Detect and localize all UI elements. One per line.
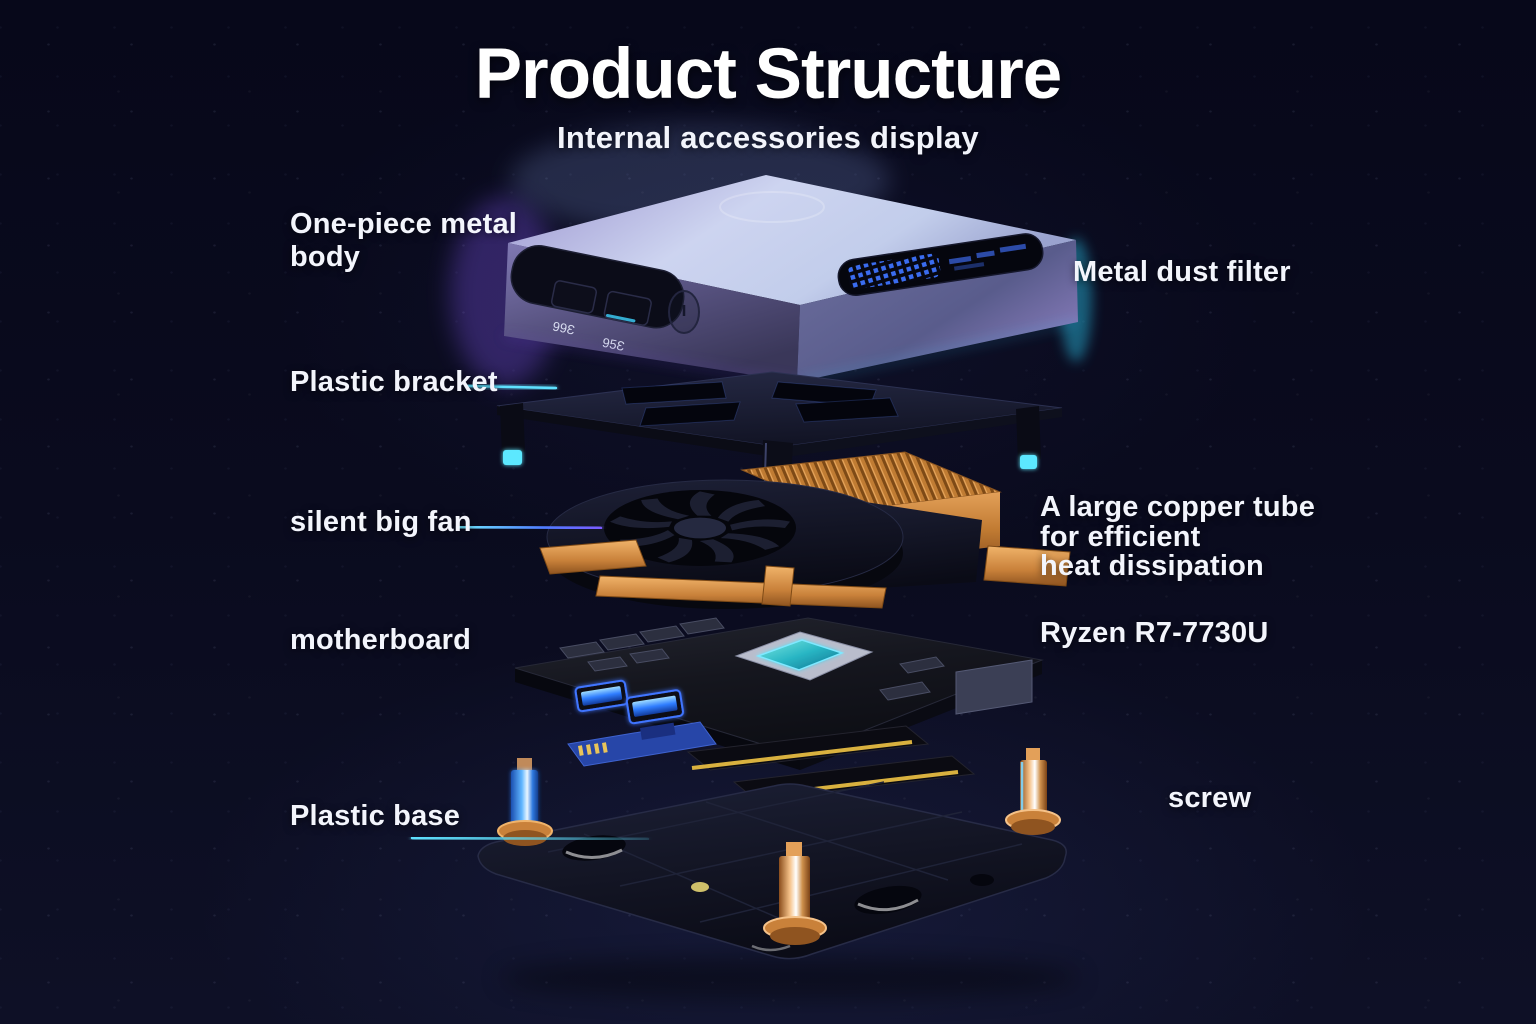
label-plastic-bracket: Plastic bracket (290, 366, 498, 398)
screw-left-blue (497, 758, 553, 846)
ssd-heatsink-block (955, 659, 1033, 715)
bracket-right-edge (780, 408, 1062, 458)
front-usb-ports: 99Ɛ 95Ɛ (550, 280, 652, 354)
screw-center-copper (763, 842, 827, 945)
leader-lines (355, 247, 1160, 841)
screw-center-washer-base (770, 927, 820, 945)
body-bottom-purple-rim (503, 334, 798, 384)
screw-center-body (779, 856, 810, 926)
logo-ring-icon (719, 191, 825, 223)
board-usb-port-2-inner (632, 695, 678, 717)
bracket-leg-left (500, 403, 525, 455)
screw-right-body (1020, 760, 1047, 818)
leader-plastic-bracket (466, 384, 558, 390)
label-ryzen-cpu: Ryzen R7-7730U (1040, 617, 1269, 649)
m2-ssd (567, 721, 717, 767)
metal-body: 99Ɛ 95Ɛ (503, 175, 1079, 384)
label-one-piece-line-2: body (290, 240, 361, 273)
screw-right-copper (1005, 748, 1061, 835)
label-copper-line-2: for efficient (1040, 520, 1201, 553)
ram-stick-1-gold-edge (691, 740, 913, 770)
fan-heatsink-assembly (539, 451, 1071, 609)
fan-hub (674, 517, 726, 539)
leader-plastic-base (410, 836, 650, 841)
bracket-front-edge (497, 406, 780, 458)
label-metal-dust-filter: Metal dust filter (1073, 256, 1291, 288)
metal-body-right-face (797, 240, 1078, 382)
m2-ssd-chip (640, 722, 676, 740)
plastic-base (477, 748, 1067, 960)
dust-filter-dashes (948, 243, 1027, 271)
fan-blades (609, 491, 790, 563)
usb-port-1 (550, 280, 598, 314)
dust-filter-mesh (847, 253, 941, 290)
ram-stick-1 (686, 725, 930, 771)
label-one-piece-line-1: One-piece metal (290, 208, 518, 240)
label-motherboard: motherboard (290, 624, 472, 656)
usb-port-glint (605, 313, 636, 323)
label-copper-line-3: heat dissipation (1040, 550, 1264, 583)
copper-heat-pipes (539, 539, 1071, 609)
base-cutouts (562, 835, 994, 952)
usb-port-marking-2: 95Ɛ (601, 335, 626, 354)
ground-shadow (500, 956, 1080, 1000)
page-title: Product Structure (474, 35, 1063, 114)
dust-filter-slot (837, 233, 1044, 297)
bracket-cutouts (621, 381, 899, 427)
board-usb-port-1-inner (581, 686, 623, 706)
screw-center-pin (786, 842, 802, 860)
motherboard-assembly (514, 617, 1044, 801)
usb-port-marking-1: 99Ɛ (551, 318, 576, 337)
bracket-leg-right (1016, 406, 1041, 462)
bracket-foot-right-glow (1020, 455, 1037, 469)
screw-right-washer-base (1011, 819, 1055, 835)
board-usb-ports (574, 679, 685, 725)
page-subtitle: Internal accessories display (557, 120, 979, 155)
screw-left-body (511, 770, 538, 828)
label-plastic-base: Plastic base (290, 800, 461, 832)
bracket-foot-left-glow (503, 450, 522, 465)
label-copper-tube: A large copper tube for efficient heat d… (1040, 491, 1316, 583)
label-one-piece-metal-body: One-piece metal body (290, 208, 517, 274)
body-bottom-cyan-rim (796, 320, 1079, 384)
label-copper-line-1: A large copper tube (1040, 491, 1316, 523)
base-plate (477, 783, 1067, 960)
screw-right-pin (1026, 748, 1040, 763)
m2-ssd-contacts (578, 742, 608, 756)
screw-left-pin (517, 758, 532, 773)
pcb-components (559, 617, 945, 701)
label-silent-big-fan: silent big fan (290, 506, 472, 538)
leader-silent-big-fan (457, 525, 603, 530)
label-screw: screw (1168, 782, 1252, 814)
